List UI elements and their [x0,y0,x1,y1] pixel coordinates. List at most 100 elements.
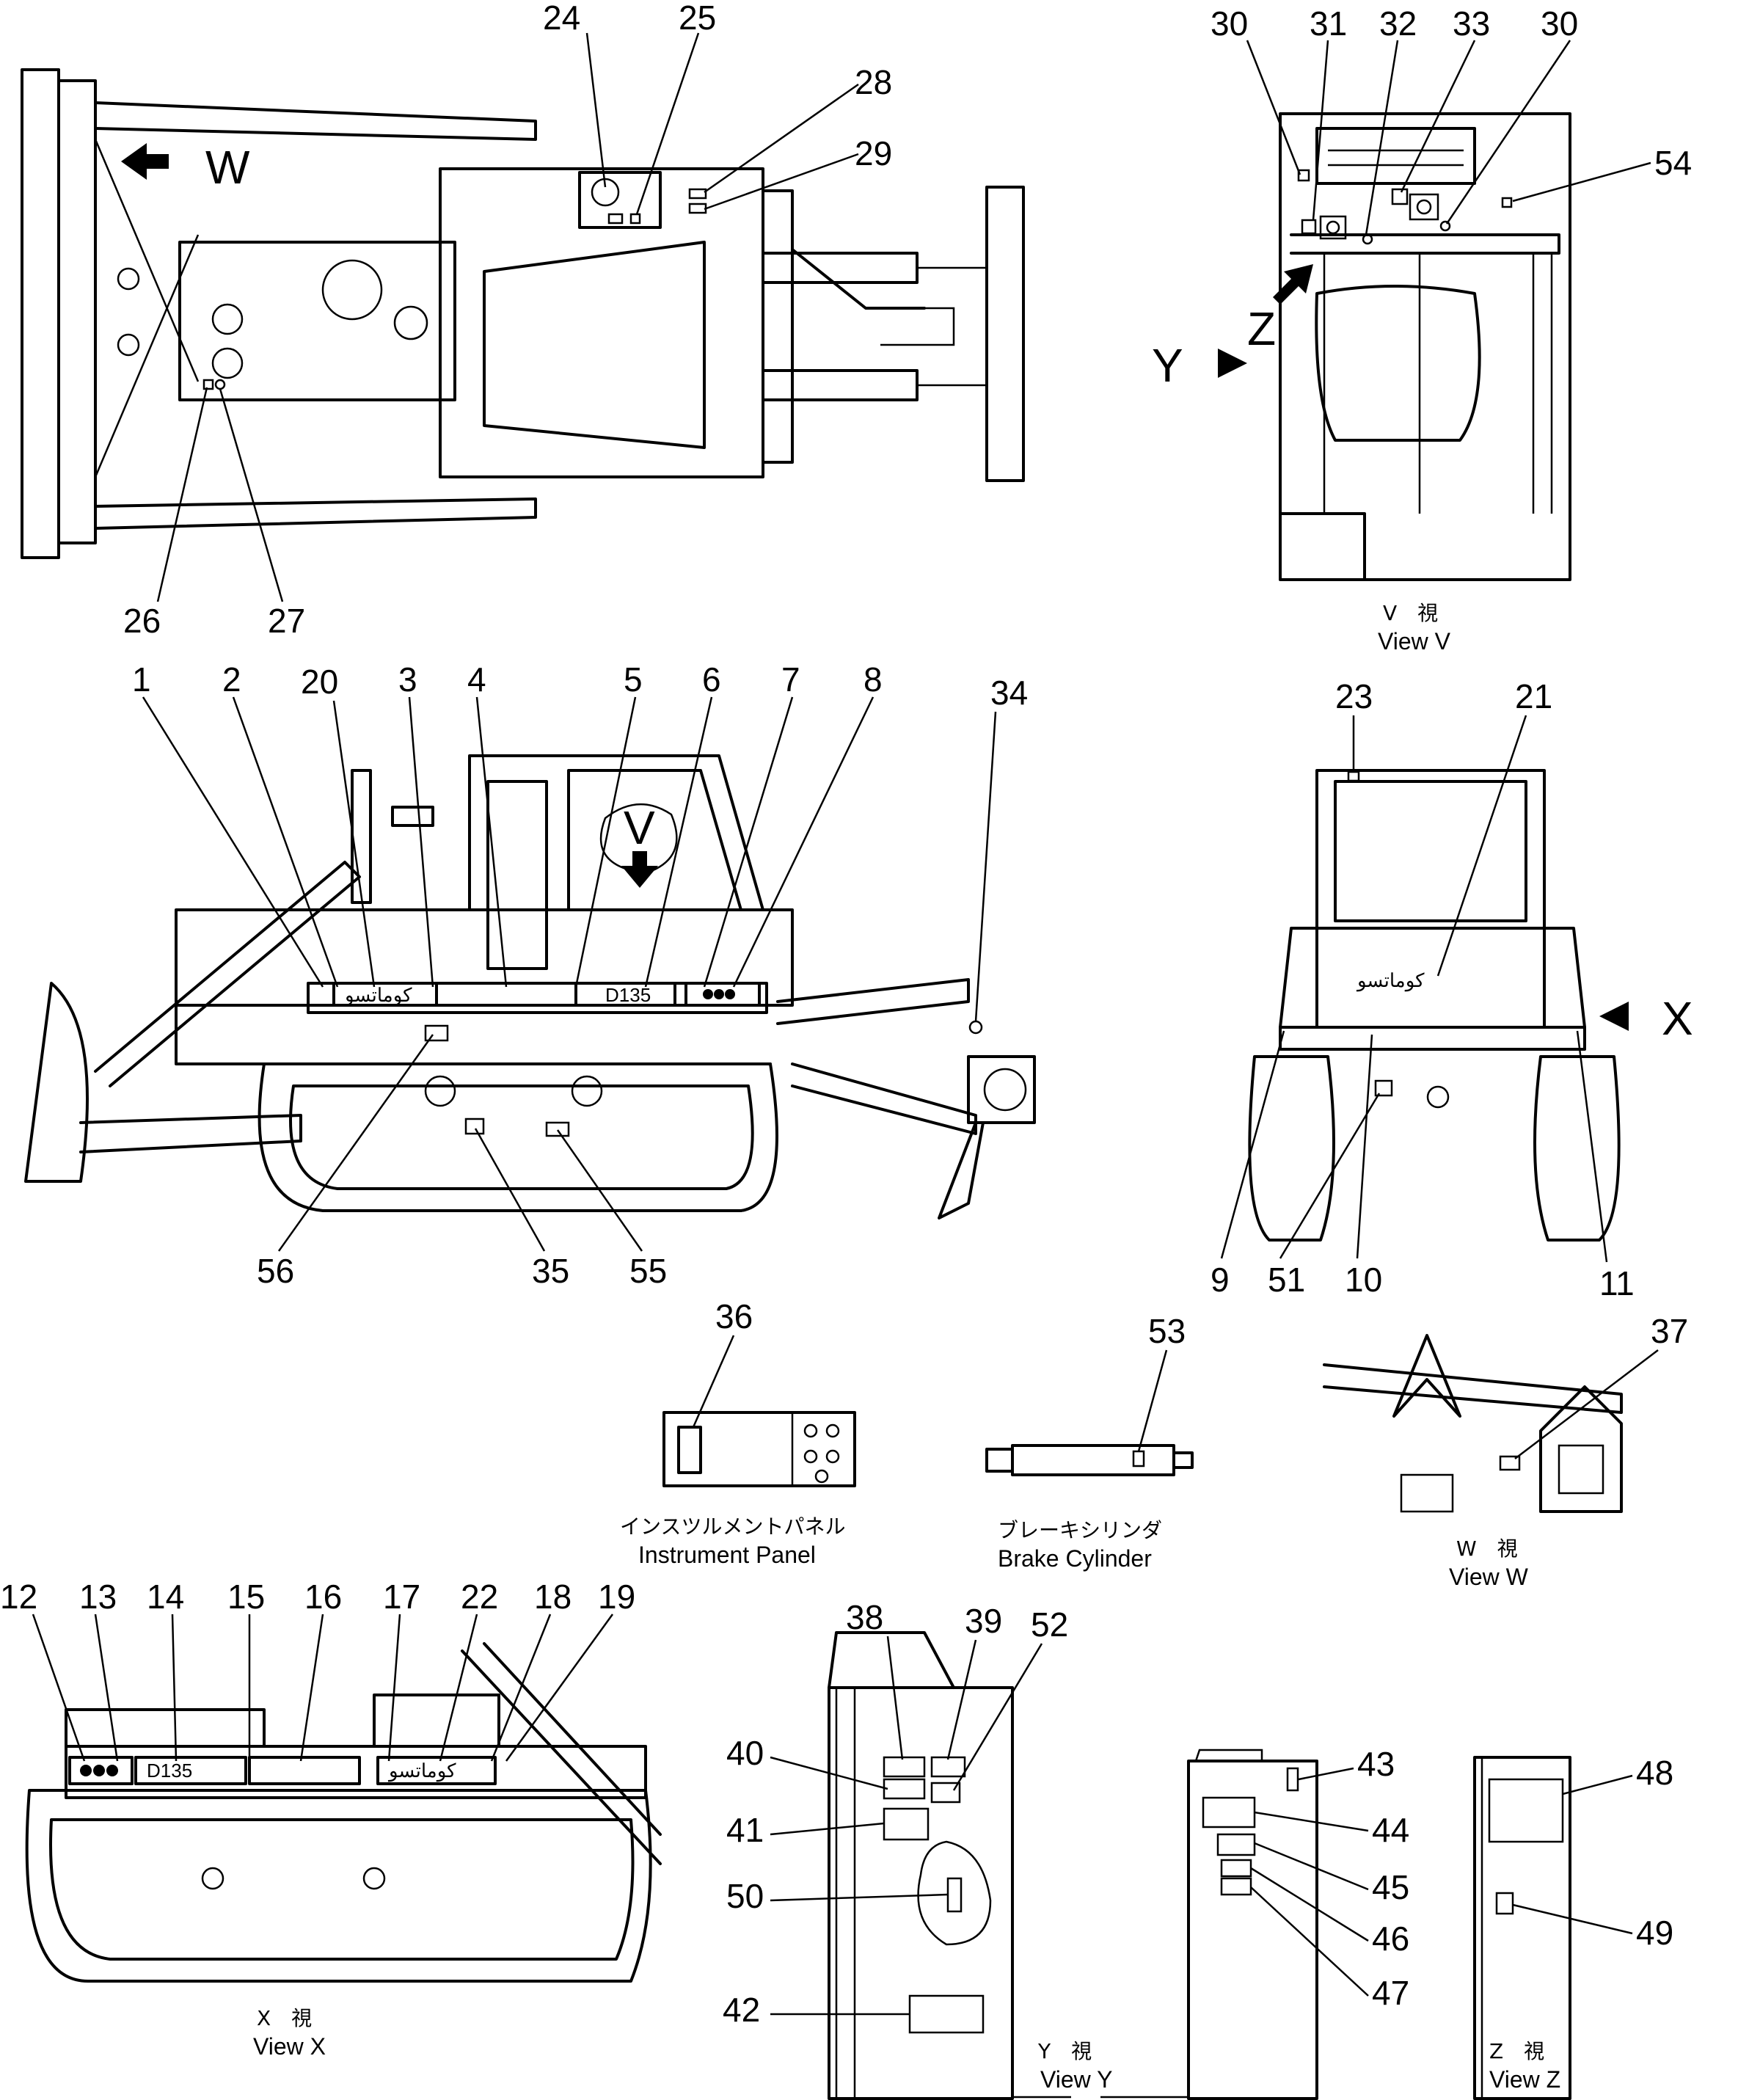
view-y-letter: Y [1152,339,1183,392]
instrument-panel-caption-en: Instrument Panel [638,1542,816,1568]
callout-48: 48 [1636,1754,1673,1792]
callout-12: 12 [0,1578,37,1616]
brake-cylinder-caption-jp: ブレーキシリンダ [998,1518,1162,1542]
callout-47: 47 [1372,1974,1409,2012]
view-v-arrow-icon [621,851,658,888]
rear-view-callouts: 23 21 9 51 10 11 [1211,677,1635,1302]
callout-31: 31 [1310,4,1347,43]
callout-37: 37 [1651,1312,1688,1350]
view-x-letter: X [1662,992,1693,1045]
callout-40: 40 [726,1734,764,1772]
callout-7: 7 [781,660,800,699]
callout-55: 55 [629,1252,667,1290]
callout-14: 14 [147,1578,184,1616]
brake-cylinder-caption-en: Brake Cylinder [998,1545,1152,1572]
callout-32: 32 [1379,4,1417,43]
callout-36: 36 [715,1297,753,1335]
view-x-drawing: D135 ﻛﻮﻣﺎﺗﺴﻮ 12 13 14 15 16 17 22 18 19 … [0,1578,662,2060]
callout-23: 23 [1335,677,1373,715]
callout-42: 42 [723,1991,760,2029]
callout-3: 3 [398,660,417,699]
view-w-letter: W [205,141,250,194]
side-model-plate: D135 [605,984,651,1006]
callout-53: 53 [1148,1312,1186,1350]
view-v-letter: V [624,801,655,854]
callout-25: 25 [679,0,716,37]
view-y-caption-jp: Y 視 [1037,2039,1092,2063]
callout-28: 28 [855,63,892,101]
x-brand-plate: ﻛﻮﻣﺎﺗﺴﻮ [387,1760,456,1782]
view-x-caption-jp: X 視 [257,2006,312,2030]
view-y-arrow-icon [1200,349,1247,378]
view-z-arrow-icon [1273,264,1313,305]
callout-19: 19 [598,1578,635,1616]
view-v-caption-jp: V 視 [1383,601,1438,625]
callout-10: 10 [1345,1261,1382,1299]
callout-49: 49 [1636,1914,1673,1952]
callout-13: 13 [79,1578,117,1616]
callout-24: 24 [543,0,580,37]
top-view-callouts: 24 25 28 29 26 27 [123,0,892,640]
view-y-caption-en: View Y [1040,2066,1112,2093]
callout-9: 9 [1211,1261,1230,1299]
view-w-caption-jp: W 視 [1456,1536,1518,1561]
view-w-caption-en: View W [1449,1564,1529,1590]
callout-1: 1 [132,660,151,699]
callout-41: 41 [726,1811,764,1849]
callout-8: 8 [863,660,883,699]
callout-46: 46 [1372,1919,1409,1958]
instrument-panel-caption-jp: インスツルメントパネル [620,1514,845,1539]
callout-16: 16 [304,1578,342,1616]
view-z-drawing: 48 49 Z 視 View Z [1473,1754,1673,2100]
callout-4: 4 [467,660,486,699]
brake-cylinder-inset: 53 ブレーキシリンダ Brake Cylinder [985,1312,1194,1572]
callout-5: 5 [624,660,643,699]
callout-50: 50 [726,1877,764,1915]
side-view-callouts: 1 2 20 3 4 5 6 7 8 34 56 35 55 [132,660,1028,1290]
callout-43: 43 [1357,1745,1395,1783]
view-v-caption-en: View V [1378,628,1451,655]
view-x-arrow-icon [1599,1002,1651,1031]
view-z-letter: Z [1247,302,1276,355]
view-v-drawing: Y Z [1152,112,1571,581]
top-view-drawing: W [21,68,1025,559]
x-model-plate: D135 [147,1760,192,1782]
callout-56: 56 [257,1252,294,1290]
view-z-caption-en: View Z [1489,2066,1560,2093]
callout-11: 11 [1599,1264,1635,1302]
callout-15: 15 [227,1578,265,1616]
view-w-arrow-icon [121,143,169,180]
callout-38: 38 [846,1598,883,1636]
view-v-callouts: 30 31 32 33 30 54 V 視 View V [1211,4,1692,655]
view-w-drawing: 37 W 視 View W [1323,1312,1688,1590]
callout-2: 2 [222,660,241,699]
callout-6: 6 [702,660,721,699]
callout-27: 27 [268,602,305,640]
rear-view-drawing: ﻛﻮﻣﺎﺗﺴﻮ X [1248,769,1693,1242]
instrument-panel-inset: 36 インスツルメントパネル Instrument Panel [620,1297,856,1568]
rear-brand-plate: ﻛﻮﻣﺎﺗﺴﻮ [1356,969,1425,992]
callout-33: 33 [1453,4,1490,43]
callout-39: 39 [965,1602,1002,1640]
callout-52: 52 [1031,1605,1068,1644]
side-view-drawing: V ﻛﻮﻣﺎﺗﺴﻮ D135 [24,754,1036,1219]
callout-30-right: 30 [1541,4,1578,43]
callout-17: 17 [383,1578,420,1616]
callout-34: 34 [990,674,1028,712]
callout-20: 20 [301,663,338,701]
callout-44: 44 [1372,1811,1409,1849]
callout-26: 26 [123,602,161,640]
view-z-caption-jp: Z 視 [1489,2039,1544,2063]
callout-51: 51 [1268,1261,1305,1299]
callout-35: 35 [532,1252,569,1290]
callout-45: 45 [1372,1868,1409,1906]
view-x-caption-en: View X [253,2033,326,2060]
callout-21: 21 [1515,677,1552,715]
side-brand-plate: ﻛﻮﻣﺎﺗﺴﻮ [343,984,412,1007]
callout-29: 29 [855,134,892,172]
view-y-drawing: 38 39 52 40 41 50 42 43 44 45 46 47 Y 視 … [723,1598,1409,2100]
callout-54: 54 [1654,144,1692,182]
callout-22: 22 [461,1578,498,1616]
callout-30-left: 30 [1211,4,1248,43]
